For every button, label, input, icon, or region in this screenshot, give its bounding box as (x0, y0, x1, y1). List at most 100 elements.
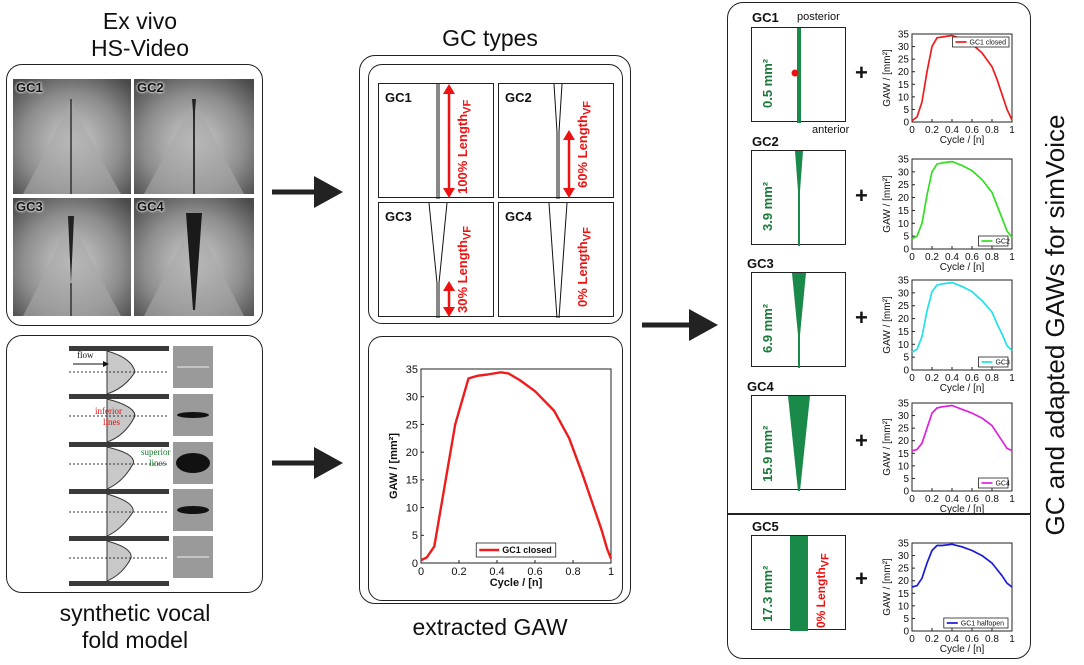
gc3-shape-box: 6.9 mm² (751, 272, 846, 368)
y-tick-label: 30 (898, 167, 910, 178)
gc2-shape-box: 3.9 mm² (751, 150, 846, 246)
x-tick-label: 1 (1009, 634, 1015, 645)
y-tick-label: 30 (898, 551, 910, 562)
series-line (911, 281, 1013, 353)
gc1-length-label: 100% LengthVF (455, 100, 474, 194)
x-tick-label: 0.8 (985, 252, 999, 263)
x-tick-label: 0.4 (945, 252, 959, 263)
photo-gc1: GC1 (13, 79, 131, 194)
gc4-length-sub: VF (581, 227, 594, 242)
gc-types-title: GC types (442, 25, 538, 51)
plus-icon-gc3: + (855, 305, 868, 330)
photo-gc1-image (13, 79, 131, 194)
gc-type-box-gc1: GC1 100% LengthVF (378, 83, 494, 199)
legend-box (475, 542, 557, 558)
y-tick-label: 0 (903, 118, 909, 129)
x-tick-label: 0.4 (945, 125, 959, 136)
gc-type-label-gc1: GC1 (385, 90, 412, 105)
y-tick-label: 15 (898, 327, 910, 338)
row-label-gc4: GC4 (747, 379, 774, 394)
x-tick-label: 0 (909, 125, 915, 136)
gc-type-label-gc3: GC3 (385, 209, 412, 224)
legend-label: GC2 (995, 238, 1010, 245)
y-tick-label: 15 (898, 449, 910, 460)
x-tick-label: 0.6 (965, 494, 979, 505)
flow-label: flow (77, 350, 94, 360)
series-line (420, 371, 613, 562)
x-tick-label: 0.2 (925, 252, 939, 263)
y-tick-label: 0 (412, 558, 418, 570)
synthetic-title-line1: synthetic vocal (59, 600, 211, 626)
x-tick-label: 0 (909, 634, 915, 645)
x-tick-label: 0.8 (985, 125, 999, 136)
y-tick-label: 25 (898, 301, 910, 312)
photo-gc3-image (13, 198, 131, 316)
plus-icon-gc5: + (855, 566, 868, 591)
photo-gc4: GC4 (134, 198, 254, 316)
plot-frame (911, 158, 1013, 250)
arrow-right-bottom-icon (272, 447, 343, 479)
y-tick-label: 20 (898, 67, 910, 78)
x-tick-label: 1 (1009, 494, 1015, 505)
gc3-length-label: 30% LengthVF (455, 226, 474, 313)
gc1-glottis-shape (791, 28, 801, 123)
gc2-glottis-shape (795, 151, 803, 246)
y-tick-label: 35 (406, 364, 418, 376)
x-tick-label: 0.4 (945, 494, 959, 505)
y-tick-label: 10 (406, 502, 418, 514)
posterior-label: posterior (797, 11, 840, 23)
y-tick-label: 20 (898, 576, 910, 587)
row-label-gc5: GC5 (752, 519, 779, 534)
y-tick-label: 35 (898, 276, 910, 287)
gc3-glottis-sketch (428, 203, 455, 318)
gc-type-label-gc4: GC4 (505, 209, 532, 224)
y-tick-label: 0 (903, 245, 909, 256)
y-tick-label: 5 (903, 353, 909, 364)
x-tick-label: 0 (418, 566, 424, 578)
y-tick-label: 35 (898, 539, 910, 550)
arrow-right-middle-icon (642, 309, 718, 341)
gc4-length-label: 0% LengthVF (575, 227, 594, 307)
legend-label: GC4 (995, 480, 1010, 487)
gc5-length-text: 0% Length (814, 567, 828, 628)
photo-label-gc2: GC2 (137, 80, 164, 95)
x-axis-label: Cycle / [n] (940, 383, 985, 394)
x-tick-label: 0.8 (985, 494, 999, 505)
gc3-glottis-shape (792, 273, 806, 368)
gc4-shape-box: 15.9 mm² (751, 395, 846, 491)
y-tick-label: 25 (898, 180, 910, 191)
y-tick-label: 30 (898, 411, 910, 422)
arrow-right-top-icon (272, 176, 343, 208)
gc1-length-sub: VF (461, 99, 474, 114)
y-tick-label: 5 (903, 105, 909, 116)
x-tick-label: 0.2 (925, 373, 939, 384)
gc2-length-label: 60% LengthVF (575, 101, 594, 188)
x-axis-label: Cycle / [n] (940, 504, 985, 515)
gc4-glottis-sketch (548, 203, 568, 318)
x-tick-label: 0 (909, 252, 915, 263)
legend-box (978, 356, 1009, 368)
x-tick-label: 0.6 (965, 373, 979, 384)
plot-frame (911, 402, 1013, 492)
gc1-shape-box: 0.5 mm² (751, 27, 846, 123)
gc2-glottis-sketch (553, 84, 575, 199)
x-axis-label: Cycle / [n] (940, 644, 985, 655)
synthetic-model-panel: flow inferior lines superior lines (6, 335, 263, 593)
photo-label-gc3: GC3 (16, 199, 43, 214)
ex-vivo-title-line2: HS-Video (90, 35, 190, 61)
y-tick-label: 30 (898, 288, 910, 299)
y-tick-label: 35 (898, 30, 910, 41)
x-tick-label: 0.2 (925, 125, 939, 136)
gc1-glottis-sketch (436, 84, 455, 199)
photo-label-gc4: GC4 (137, 199, 164, 214)
synthetic-model-image: flow inferior lines superior lines (69, 346, 213, 586)
y-tick-label: 20 (898, 193, 910, 204)
x-tick-label: 0.4 (945, 634, 959, 645)
row-label-gc3: GC3 (747, 256, 774, 271)
synthetic-title-line2: fold model (81, 627, 189, 653)
photo-label-gc1: GC1 (16, 80, 43, 95)
